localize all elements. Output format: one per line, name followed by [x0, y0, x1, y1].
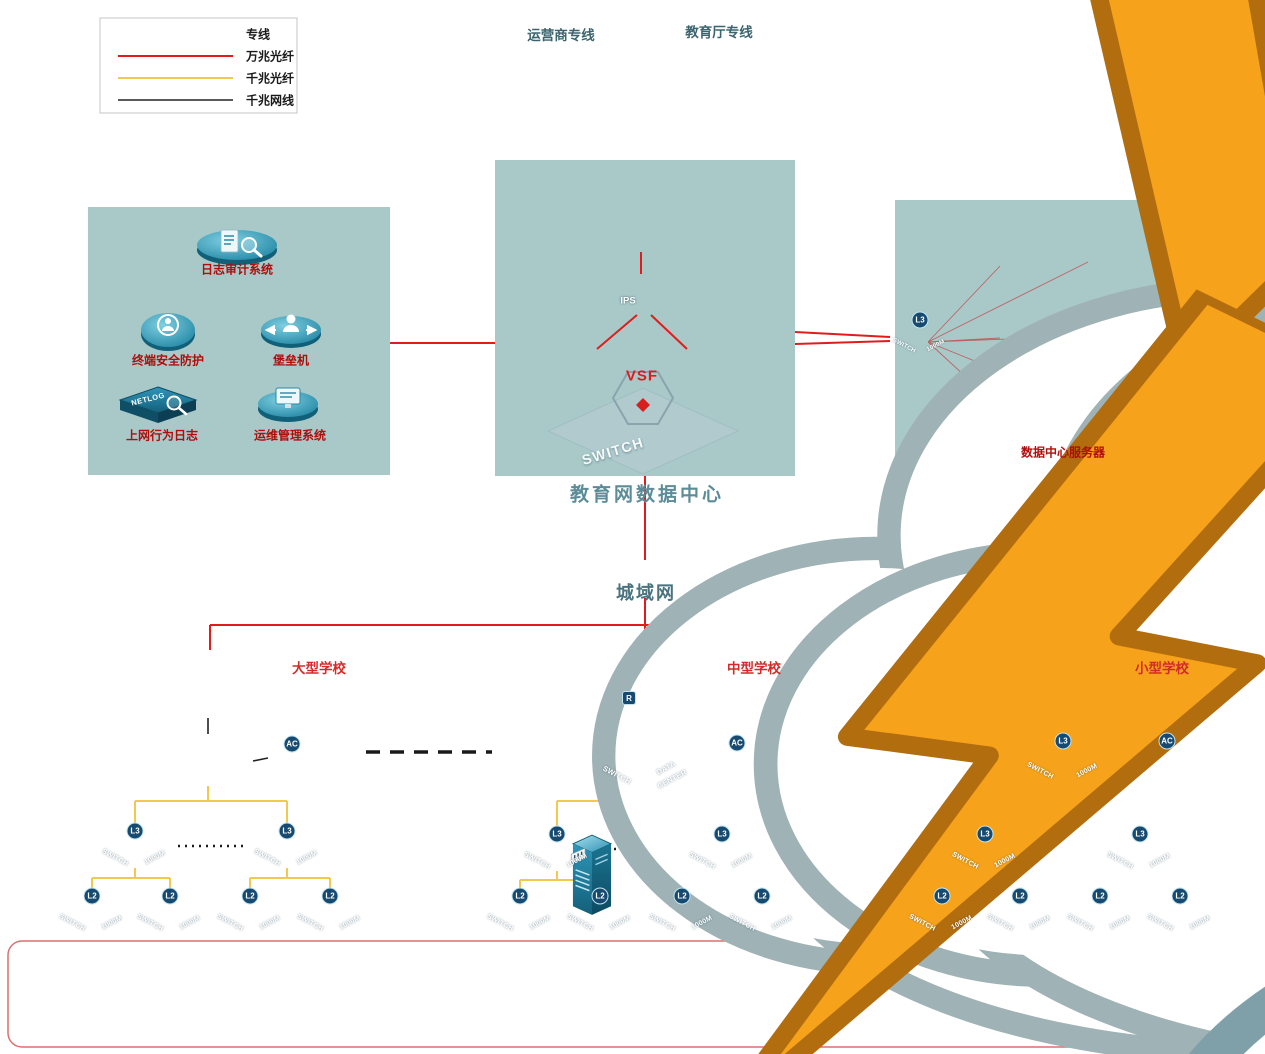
large-school-label: 大型学校	[292, 661, 346, 676]
l2-badge: L2	[591, 887, 609, 905]
l3-badge: L3	[1131, 825, 1149, 843]
man-cloud-label: 城域网	[616, 583, 676, 603]
om-system-label: 运维管理系统	[253, 428, 327, 443]
carrier-cloud-label: 运营商专线	[527, 28, 595, 43]
l3-badge: L3	[1054, 732, 1072, 750]
l2-badge: L2	[673, 887, 691, 905]
net-behavior-log-label: 上网行为日志	[125, 428, 199, 443]
l2-badge: L2	[1091, 887, 1109, 905]
vsf-label: VSF	[625, 367, 659, 385]
endpoint-protection-icon	[141, 313, 195, 351]
legend-item-label: 千兆网线	[246, 93, 295, 108]
l2-badge: L2	[241, 887, 259, 905]
server-zone-title: 数据中心服务器	[1020, 445, 1106, 460]
legend-item-label: 万兆光纤	[246, 49, 295, 64]
l2-badge: L2	[1011, 887, 1029, 905]
bastion-host-label: 堡垒机	[272, 353, 310, 368]
datacenter-title: 教育网数据中心	[569, 484, 725, 506]
log-audit-icon	[197, 229, 277, 265]
endpoint-protection-label: 终端安全防护	[131, 353, 205, 368]
router-badge: R	[622, 691, 636, 705]
l2-badge: L2	[753, 887, 771, 905]
om-system-icon	[258, 387, 318, 422]
ac-badge: AC	[728, 734, 746, 752]
core-server-icon	[571, 835, 611, 915]
copper-links	[118, 99, 1142, 762]
legend-item-label: 千兆光纤	[246, 71, 295, 86]
bastion-host-icon	[261, 314, 321, 348]
l3-badge: L3	[548, 825, 566, 843]
l2-badge: L2	[933, 887, 951, 905]
virtual-switch-shape	[546, 387, 740, 475]
education-cloud-label: 教育厅专线	[685, 25, 753, 40]
legend-panel	[99, 17, 298, 114]
l2-badge: L2	[511, 887, 529, 905]
l3-badge: L3	[911, 311, 929, 329]
medium-school-label: 中型学校	[727, 661, 781, 676]
l3-badge: L3	[278, 822, 296, 840]
netlog-device-icon	[118, 386, 198, 423]
small-school-label: 小型学校	[1135, 661, 1189, 676]
ips-label: IPS	[620, 295, 636, 307]
l3-badge: L3	[713, 825, 731, 843]
l2-badge: L2	[161, 887, 179, 905]
l2-badge: L2	[1171, 887, 1189, 905]
vsf-node-dot	[636, 398, 650, 412]
vsf-hexagon	[611, 371, 675, 425]
l3-badge: L3	[126, 822, 144, 840]
l2-badge: L2	[83, 887, 101, 905]
l2-badge: L2	[321, 887, 339, 905]
ac-badge: AC	[1158, 732, 1176, 750]
l3-badge: L3	[976, 825, 994, 843]
log-audit-label: 日志审计系统	[200, 262, 274, 277]
legend-item-label: 专线	[246, 27, 271, 42]
ac-badge: AC	[283, 735, 301, 753]
